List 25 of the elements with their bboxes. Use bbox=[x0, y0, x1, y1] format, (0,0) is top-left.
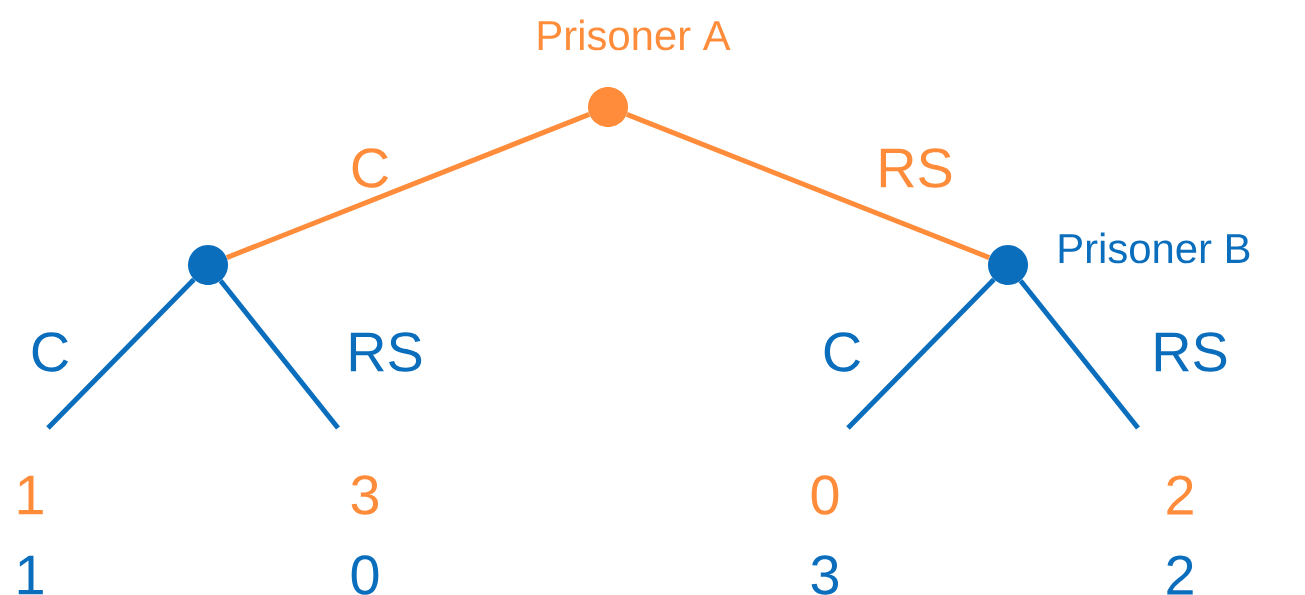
branch-line bbox=[1018, 279, 1140, 430]
payoff-number: 1 bbox=[18, 475, 43, 515]
payoff-number: 3 bbox=[811, 555, 839, 595]
edge-label: RS bbox=[880, 148, 952, 188]
player-label: Prisoner A bbox=[538, 19, 731, 51]
branch-line bbox=[46, 277, 196, 430]
branch-line bbox=[225, 112, 591, 260]
edge-label: C bbox=[32, 332, 69, 372]
branch-line bbox=[625, 112, 991, 260]
payoff-number: 2 bbox=[1167, 555, 1193, 595]
player-label: Prisoner B bbox=[1059, 232, 1250, 264]
tree-node bbox=[988, 245, 1028, 285]
payoff-number: 0 bbox=[351, 555, 379, 595]
payoff-number: 3 bbox=[351, 475, 379, 515]
edge-label: RS bbox=[350, 332, 422, 372]
edge-label: RS bbox=[1155, 332, 1227, 372]
payoff-number: 1 bbox=[18, 555, 43, 595]
tree-node bbox=[588, 87, 628, 127]
edge-label: C bbox=[352, 148, 389, 188]
branch-line bbox=[846, 277, 996, 430]
payoff-number: 2 bbox=[1167, 475, 1193, 515]
branch-line bbox=[218, 279, 340, 430]
edge-label: C bbox=[824, 332, 861, 372]
tree-node bbox=[188, 245, 228, 285]
payoff-number: 0 bbox=[811, 475, 839, 515]
